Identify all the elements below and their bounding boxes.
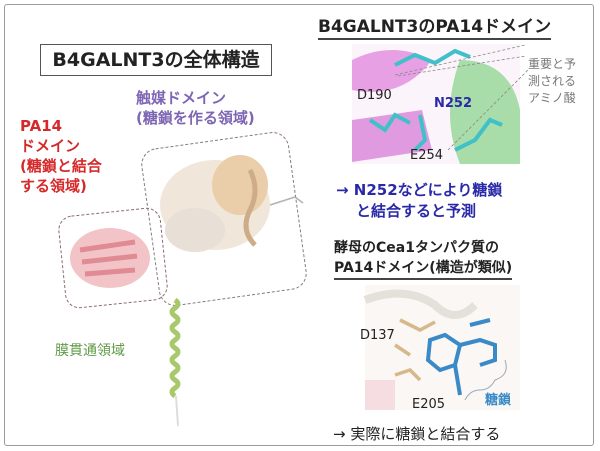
- pa14-domain-label: PA14 ドメイン (糖鎖と結合 する領域): [20, 116, 102, 196]
- cea1-title-line-1: 酵母のCea1タンパク質の: [334, 240, 499, 256]
- note-line-2: 測される: [528, 74, 577, 88]
- transmembrane-label: 膜貫通領域: [55, 343, 125, 359]
- catalytic-domain-outline: [141, 132, 307, 306]
- transmembrane-helix: [169, 297, 181, 427]
- catalytic-domain-line-2: (糖鎖を作る領域): [136, 109, 255, 127]
- residue-e254: E254: [410, 148, 444, 163]
- pa14-line-4: する領域): [20, 177, 87, 195]
- cea1-title-line-2: PA14ドメイン(構造が類似): [334, 258, 513, 280]
- residue-d190: D190: [357, 88, 392, 103]
- catalytic-domain-label: 触媒ドメイン (糖鎖を作る領域): [136, 88, 255, 128]
- catalytic-domain-line-1: 触媒ドメイン: [136, 89, 227, 107]
- b4galnt3-pa14-title: B4GALNT3のPA14ドメイン: [318, 12, 552, 40]
- cea1-pa14-structure: [363, 285, 520, 410]
- catalytic-domain-structure: [160, 155, 304, 252]
- pa14-domain-outline: [58, 207, 168, 309]
- important-residue-note: 重要と予 測される アミノ酸: [528, 56, 576, 107]
- conclusion-line-1: → N252などにより糖鎖: [336, 181, 503, 199]
- note-line-3: アミノ酸: [528, 91, 576, 105]
- pa14-domain-structure: [70, 228, 150, 288]
- sugar-chain-label: 糖鎖: [485, 393, 512, 408]
- pa14-line-1: PA14: [20, 117, 63, 135]
- prediction-conclusion: → N252などにより糖鎖 と結合すると予測: [336, 180, 502, 222]
- pa14-line-2: ドメイン: [20, 137, 81, 155]
- residue-n252: N252: [434, 96, 473, 111]
- figure-frame: [4, 4, 594, 446]
- pa14-line-3: (糖鎖と結合: [20, 157, 102, 175]
- conclusion-line-2: と結合すると予測: [356, 202, 477, 220]
- cea1-pa14-title: 酵母のCea1タンパク質の PA14ドメイン(構造が類似): [334, 238, 513, 280]
- note-line-1: 重要と予: [528, 57, 577, 71]
- binding-conclusion: → 実際に糖鎖と結合する: [333, 425, 501, 443]
- overall-structure-title: B4GALNT3の全体構造: [40, 44, 272, 76]
- residue-e205: E205: [412, 397, 446, 412]
- residue-d137: D137: [360, 328, 395, 343]
- b4galnt3-pa14-structure: [352, 44, 529, 164]
